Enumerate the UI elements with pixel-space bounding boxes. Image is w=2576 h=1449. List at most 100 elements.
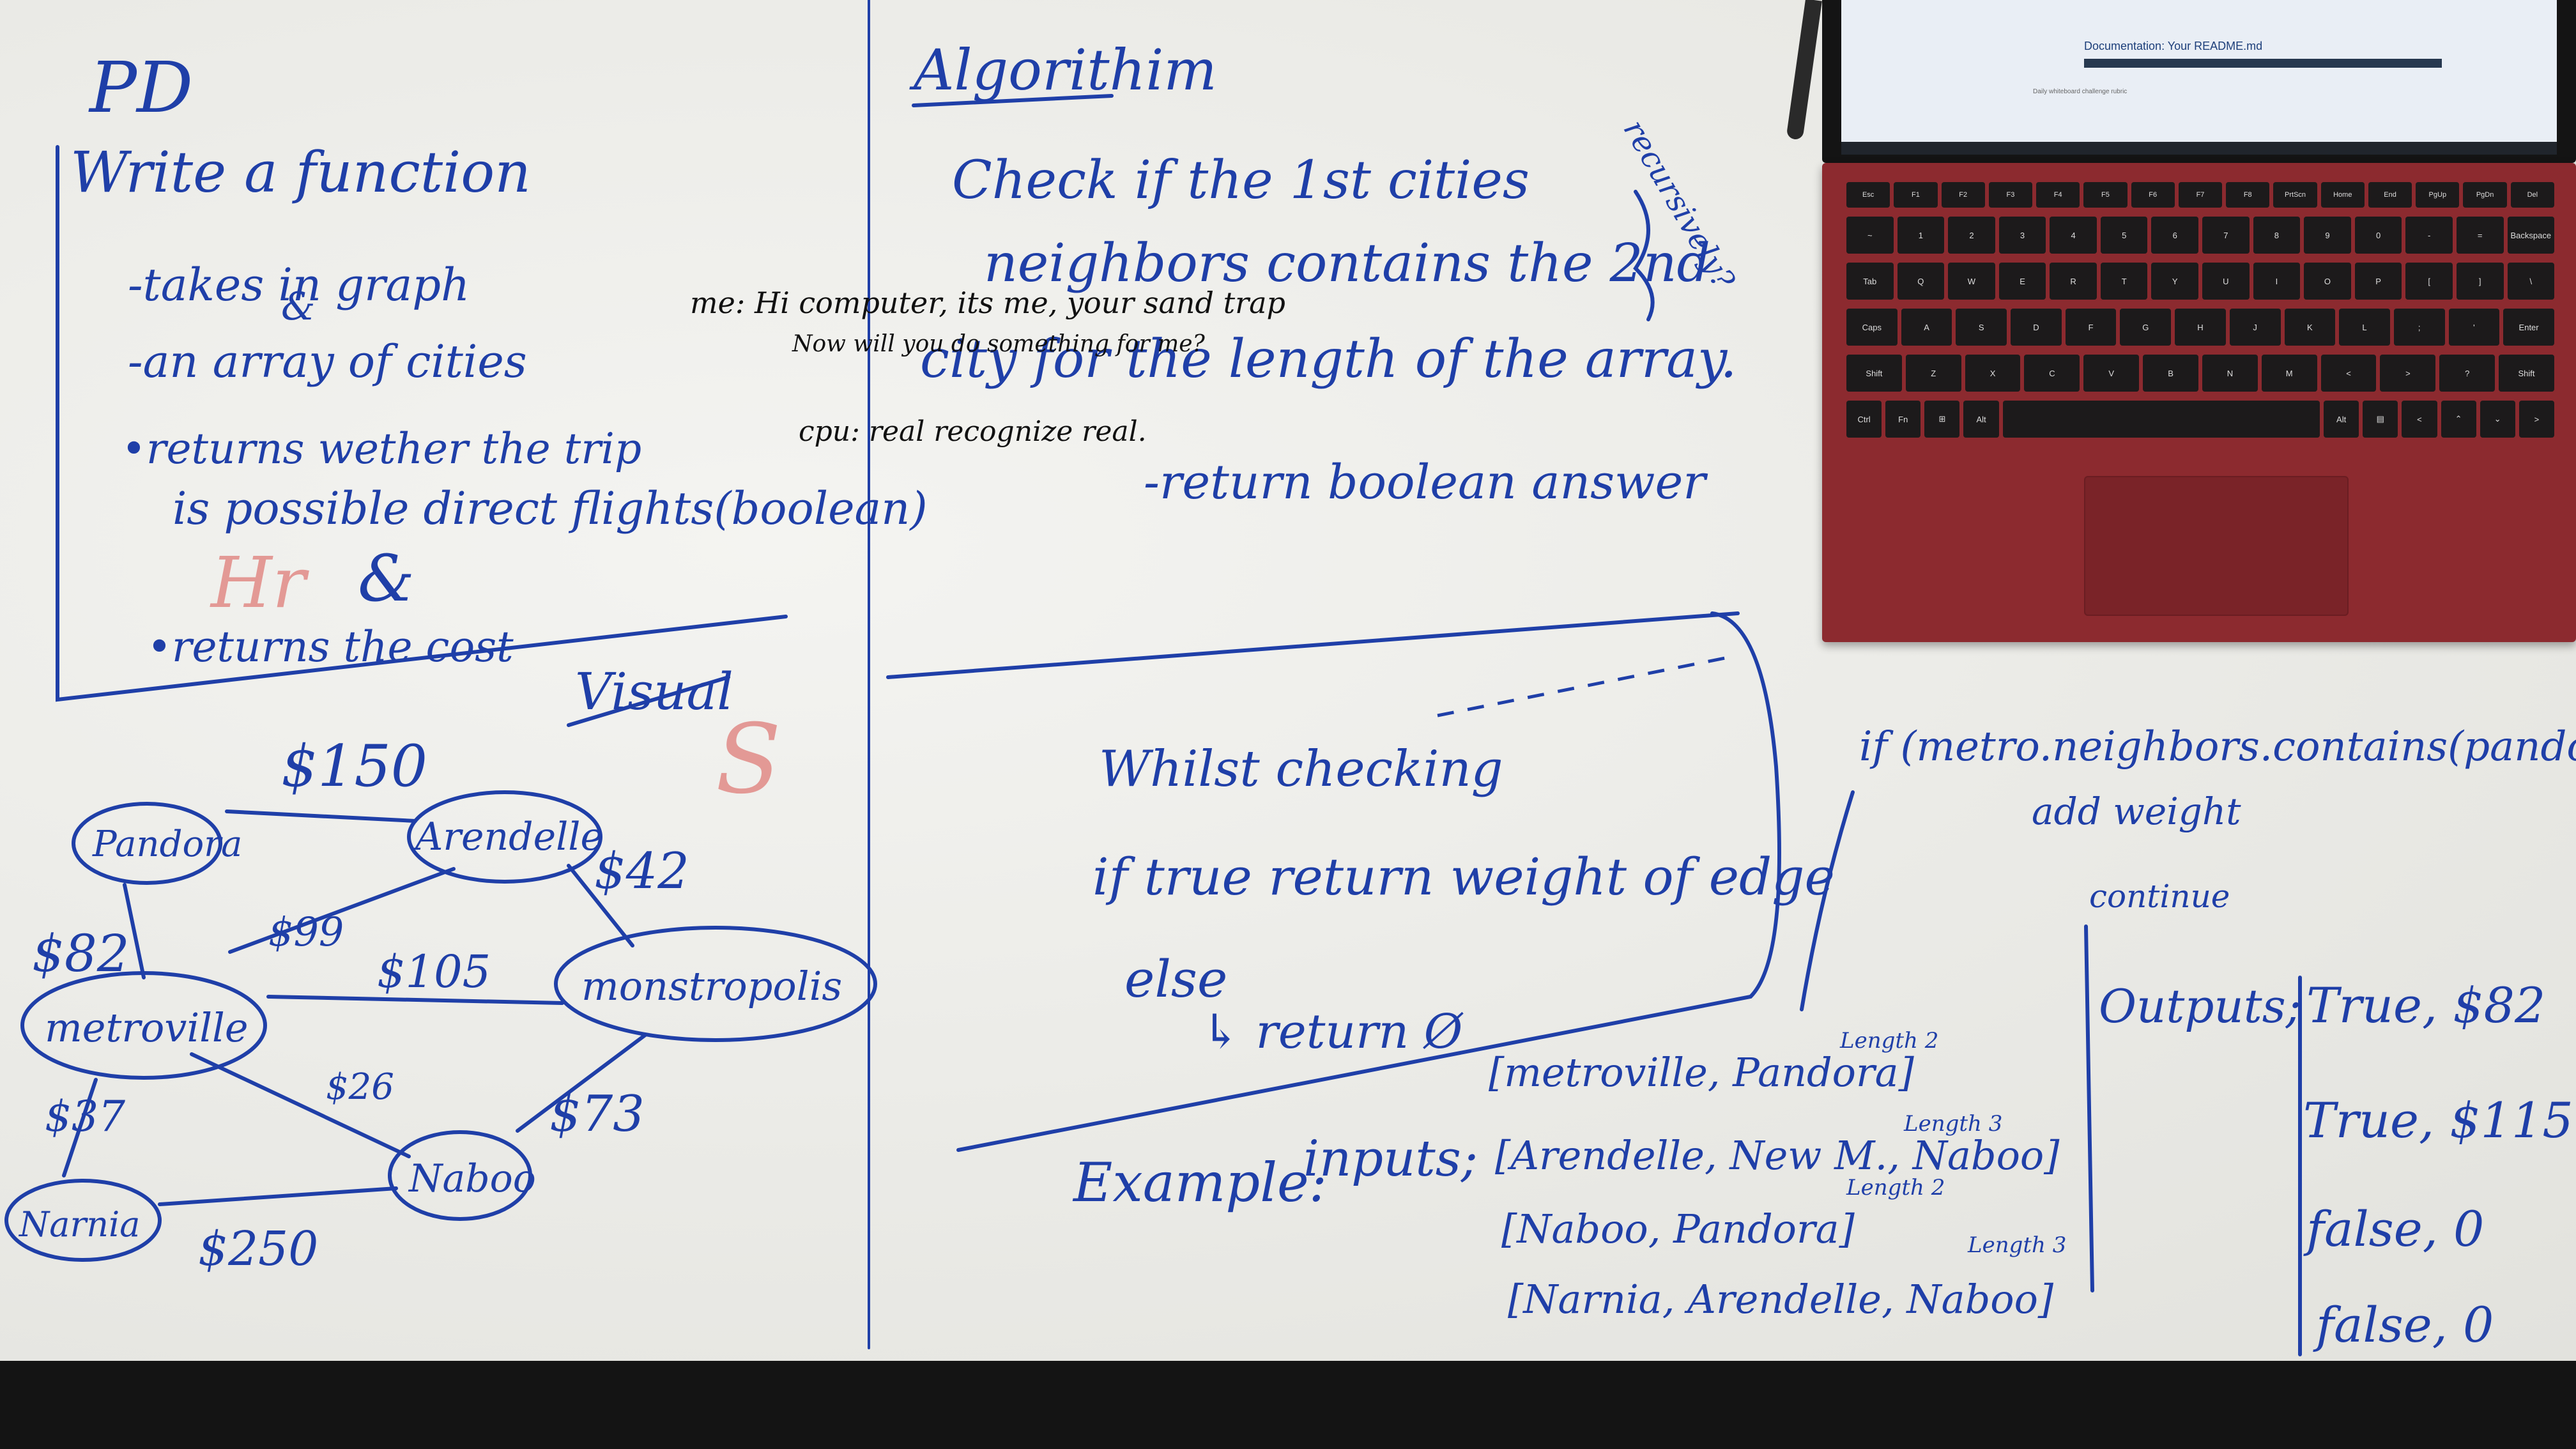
keyboard-key[interactable]: Enter [2503,309,2554,346]
keyboard-key[interactable]: = [2456,217,2504,254]
keyboard-key[interactable]: Shift [1846,355,1902,392]
keyboard-key[interactable]: > [2380,355,2436,392]
keyboard-key[interactable]: ; [2393,309,2445,346]
keyboard-key[interactable]: Y [2151,263,2199,300]
keyboard-key[interactable]: PrtScn [2273,182,2317,208]
trackpad[interactable] [2084,476,2349,616]
keyboard-key[interactable]: C [2024,355,2080,392]
keyboard-key[interactable]: < [2402,401,2437,438]
example-input: [Narnia, Arendelle, Naboo] [1508,1276,2054,1322]
keyboard-key[interactable]: Tab [1846,263,1894,300]
keyboard-key[interactable]: ] [2456,263,2504,300]
keyboard-key[interactable]: PgUp [2416,182,2460,208]
keyboard-key[interactable]: G [2120,309,2172,346]
keyboard-key[interactable]: Alt [1963,401,1999,438]
keyboard-key[interactable]: F5 [2083,182,2128,208]
keyboard-key[interactable]: ⌄ [2480,401,2515,438]
keyboard-key[interactable]: 9 [2304,217,2351,254]
keyboard-key[interactable]: Caps [1846,309,1897,346]
algorithm-line: neighbors contains the 2nd [984,233,1710,294]
keyboard-key[interactable]: F7 [2178,182,2223,208]
keyboard-key[interactable]: Backspace [2507,217,2555,254]
graph-node-label: Narnia [18,1204,141,1245]
keyboard-key[interactable]: Q [1897,263,1945,300]
keyboard-key[interactable]: T [2100,263,2148,300]
keyboard-key[interactable]: 1 [1897,217,1945,254]
keyboard-key[interactable]: K [2284,309,2336,346]
keyboard-key[interactable]: V [2083,355,2140,392]
keyboard-key[interactable]: F [2065,309,2117,346]
keyboard-key[interactable]: Fn [1885,401,1921,438]
keyboard-key[interactable]: 5 [2100,217,2148,254]
keyboard-key[interactable]: F4 [2036,182,2080,208]
keyboard-key[interactable]: M [2261,355,2317,392]
keyboard-key[interactable]: < [2320,355,2377,392]
keyboard-key[interactable]: Ctrl [1846,401,1882,438]
keyboard-key[interactable]: W [1948,263,1995,300]
keyboard-key[interactable]: F6 [2131,182,2175,208]
algorithm-underline [912,94,1114,107]
output-divider [2084,924,2094,1292]
keyboard-key[interactable]: ? [2439,355,2496,392]
keyboard-key[interactable]: F1 [1894,182,1938,208]
keyboard-key[interactable]: > [2518,401,2554,438]
keyboard-key[interactable]: S [1956,309,2007,346]
keyboard-key[interactable]: Home [2320,182,2365,208]
keyboard-key[interactable]: B [2143,355,2198,392]
keyboard-key[interactable]: ' [2448,309,2500,346]
problem-heading: PD [88,47,193,128]
keyboard-key[interactable]: 6 [2151,217,2199,254]
keyboard-key[interactable]: 8 [2253,217,2301,254]
keyboard-key[interactable]: ▤ [2363,401,2398,438]
keyboard-key[interactable]: D [2011,309,2062,346]
keyboard-key[interactable]: F2 [1941,182,1985,208]
keyboard-key[interactable]: End [2368,182,2412,208]
example-input: [metroville, Pandora] [1489,1049,1915,1096]
condition-arrow [1800,790,1855,1011]
taskbar [1841,142,2557,155]
keyboard-key[interactable]: N [2202,355,2258,392]
keyboard-key[interactable]: F8 [2226,182,2270,208]
keyboard-key[interactable] [2002,401,2320,438]
keyboard-key[interactable]: O [2304,263,2351,300]
whilst-line: if true return weight of edge [1092,847,1835,907]
problem-line: is possible direct flights(boolean) [172,482,928,535]
keyboard-key[interactable]: H [2175,309,2226,346]
keyboard-key[interactable]: U [2202,263,2250,300]
keyboard-key[interactable]: 2 [1948,217,1995,254]
keyboard-key[interactable]: Del [2510,182,2554,208]
keyboard-key[interactable]: Alt [2324,401,2359,438]
keyboard-key[interactable]: X [1965,355,2021,392]
keyboard-key[interactable]: A [1901,309,1952,346]
keyboard-key[interactable]: ⌃ [2441,401,2476,438]
problem-line: -takes in graph [128,259,470,311]
example-output: false, 0 [2313,1296,2494,1353]
keyboard-key[interactable]: \ [2507,263,2555,300]
keyboard-key[interactable]: J [2229,309,2281,346]
keyboard-key[interactable]: ⊞ [1924,401,1960,438]
keyboard-key[interactable]: - [2405,217,2453,254]
keyboard-key[interactable]: Z [1905,355,1961,392]
keyboard-key[interactable]: 0 [2354,217,2402,254]
keyboard-key[interactable]: L [2339,309,2390,346]
floor-shadow [0,1361,2576,1449]
condition-line: add weight [2032,790,2241,833]
keyboard-key[interactable]: I [2253,263,2301,300]
keyboard-key[interactable]: E [1998,263,2046,300]
keyboard-key[interactable]: [ [2405,263,2453,300]
keyboard-key[interactable]: ~ [1846,217,1894,254]
keyboard-key[interactable]: 3 [1998,217,2046,254]
problem-line: & [358,541,415,616]
keyboard-key[interactable]: Shift [2499,355,2554,392]
keyboard-key[interactable]: Esc [1846,182,1890,208]
keyboard-key[interactable]: PgDn [2463,182,2507,208]
keyboard-key[interactable]: P [2354,263,2402,300]
graph-node-label: monstropolis [581,963,842,1009]
condition-line: continue [2089,878,2230,915]
keyboard-key[interactable]: 7 [2202,217,2250,254]
example-output: True, $115 [2303,1092,2573,1149]
keyboard-key[interactable]: 4 [2050,217,2097,254]
keyboard-key[interactable]: R [2050,263,2097,300]
keyboard-key[interactable]: F3 [1988,182,2033,208]
